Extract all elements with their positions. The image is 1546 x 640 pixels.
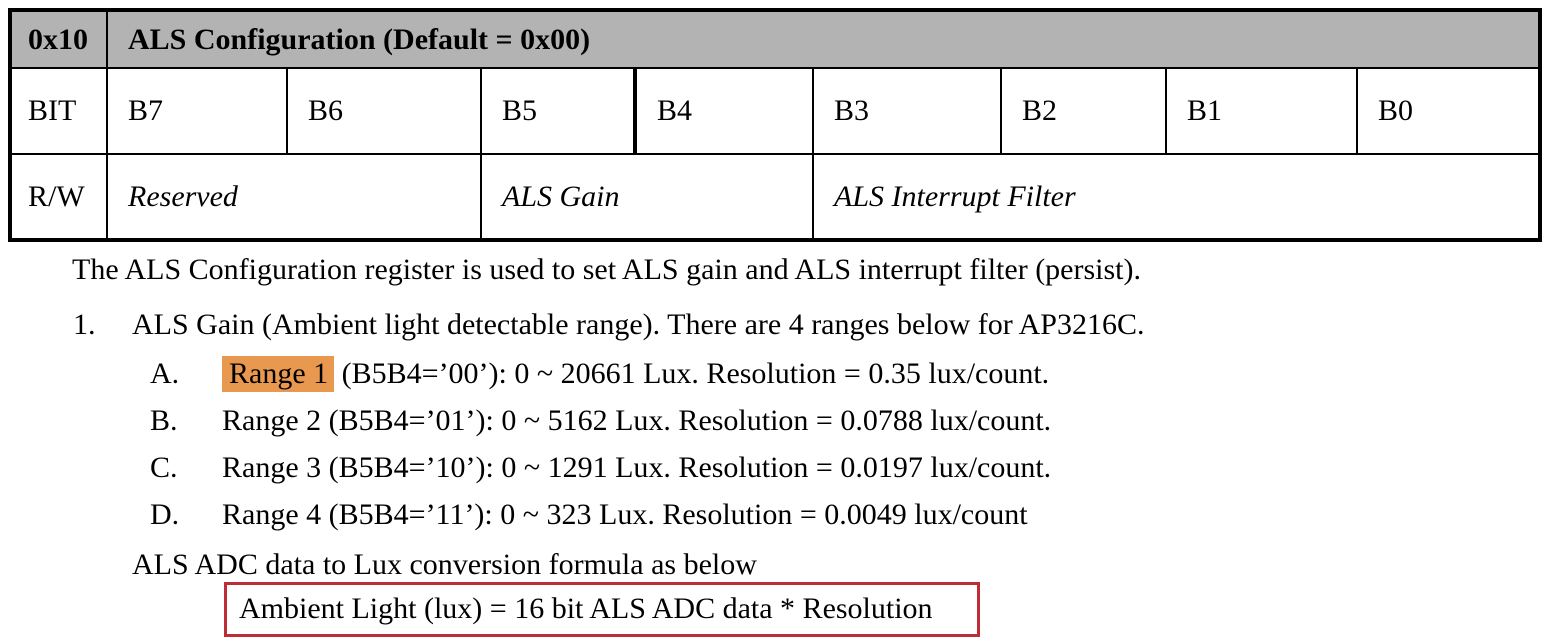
bit-cell-b1: B1 — [1165, 67, 1358, 155]
bit-cell-b2: B2 — [1000, 67, 1167, 155]
register-table: 0x10 ALS Configuration (Default = 0x00) … — [8, 8, 1543, 242]
gain-list-intro: ALS Gain (Ambient light detectable range… — [132, 308, 1145, 341]
bit-row: BIT B7 B6 B5 B4 B3 B2 B1 B0 — [9, 67, 1542, 155]
rw-row-label: R/W — [9, 153, 108, 241]
list-item-range-4: D. Range 4 (B5B4=’11’): 0 ~ 323 Lux. Reso… — [150, 498, 1028, 532]
list-item-range-2: B. Range 2 (B5B4=’01’): 0 ~ 5162 Lux. Res… — [150, 404, 1051, 438]
rw-row: R/W Reserved ALS Gain ALS Interrupt Filt… — [9, 153, 1542, 241]
bit-cell-b0: B0 — [1355, 67, 1542, 155]
field-als-gain: ALS Gain — [480, 153, 814, 241]
bit-cell-b3: B3 — [812, 67, 1002, 155]
register-title: ALS Configuration (Default = 0x00) — [105, 9, 1542, 69]
formula-box: Ambient Light (lux) = 16 bit ALS ADC dat… — [224, 582, 980, 637]
formula-text: Ambient Light (lux) = 16 bit ALS ADC dat… — [239, 592, 933, 625]
list-item-range-3: C. Range 3 (B5B4=’10’): 0 ~ 1291 Lux. Res… — [150, 451, 1051, 485]
bit-row-label: BIT — [9, 67, 108, 155]
item-text: Range 2 (B5B4=’01’): 0 ~ 5162 Lux. Resol… — [222, 404, 1052, 437]
list-number: 1. — [73, 308, 96, 341]
gain-list-intro-line: 1. ALS Gain (Ambient light detectable ran… — [73, 308, 1145, 342]
bit-cell-b7: B7 — [106, 67, 288, 155]
item-letter: B. — [150, 404, 178, 437]
register-header-row: 0x10 ALS Configuration (Default = 0x00) — [9, 9, 1542, 69]
item-text: Range 3 (B5B4=’10’): 0 ~ 1291 Lux. Resol… — [222, 451, 1052, 484]
item-letter: A. — [150, 357, 180, 390]
bit-cell-b4: B4 — [633, 67, 814, 155]
field-als-interrupt-filter: ALS Interrupt Filter — [811, 153, 1542, 241]
item-text: Range 4 (B5B4=’11’): 0 ~ 323 Lux. Resolu… — [222, 498, 1028, 531]
item-text: (B5B4=’00’): 0 ~ 20661 Lux. Resolution =… — [334, 357, 1050, 390]
register-description: The ALS Configuration register is used t… — [72, 253, 1141, 286]
item-letter: C. — [150, 451, 178, 484]
item-letter: D. — [150, 498, 180, 531]
field-reserved: Reserved — [106, 153, 482, 241]
bit-cell-b5: B5 — [480, 67, 636, 155]
highlighted-text: Range 1 — [222, 356, 335, 392]
formula-caption: ALS ADC data to Lux conversion formula a… — [132, 548, 757, 581]
list-item-range-1: A. Range 1 (B5B4=’00’): 0 ~ 20661 Lux. Re… — [150, 356, 1050, 392]
register-address: 0x10 — [9, 9, 108, 69]
bit-cell-b6: B6 — [286, 67, 482, 155]
